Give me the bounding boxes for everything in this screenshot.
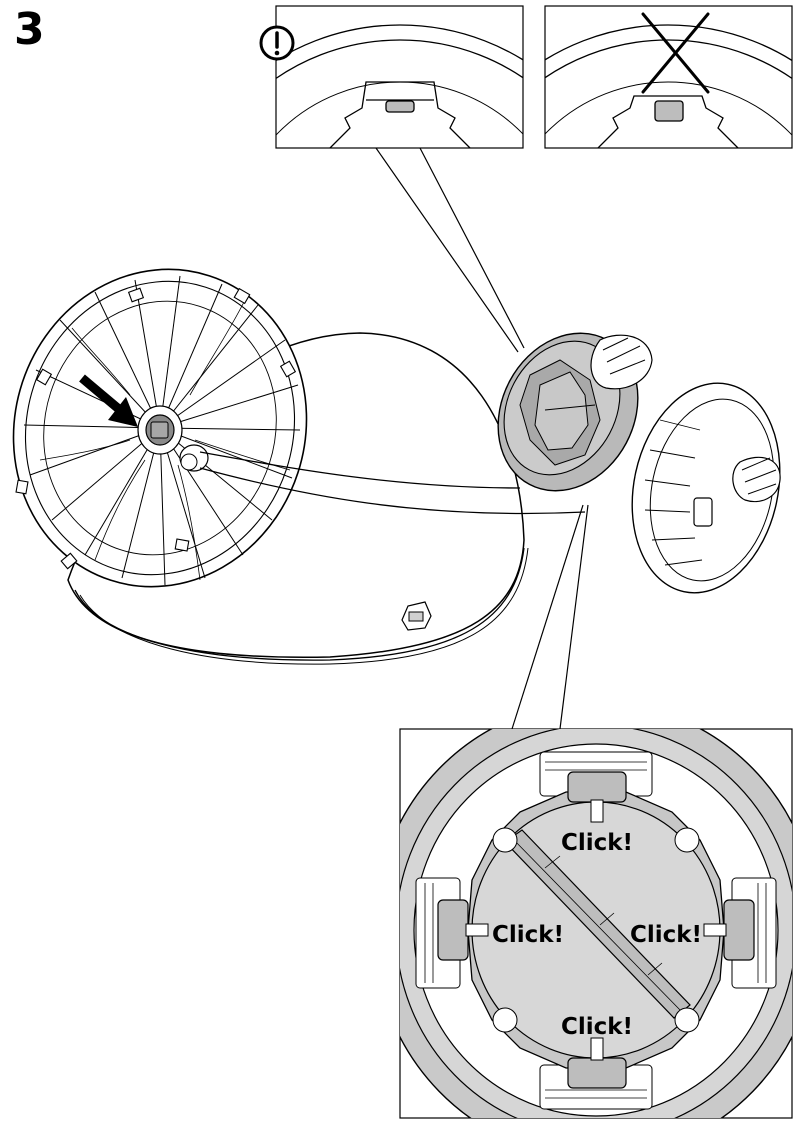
click-label-left: Click! <box>492 922 564 948</box>
exclamation-circle-icon <box>259 25 295 61</box>
socket-part <box>497 332 653 492</box>
lamp-shade <box>12 268 308 588</box>
click-label-bottom: Click! <box>561 1014 633 1040</box>
callout-wrong <box>544 5 793 149</box>
callout-leaders <box>375 147 589 730</box>
detail-view: Click! Click! Click! Click! <box>399 728 793 1119</box>
step-number: 3 <box>14 4 45 55</box>
cable <box>199 451 586 515</box>
click-label-right: Click! <box>630 922 702 948</box>
cross-icon <box>641 12 710 94</box>
click-label-top: Click! <box>561 830 633 856</box>
insert-arrow-icon <box>79 374 138 427</box>
callout-correct <box>259 5 524 149</box>
socket-holder <box>631 382 781 594</box>
